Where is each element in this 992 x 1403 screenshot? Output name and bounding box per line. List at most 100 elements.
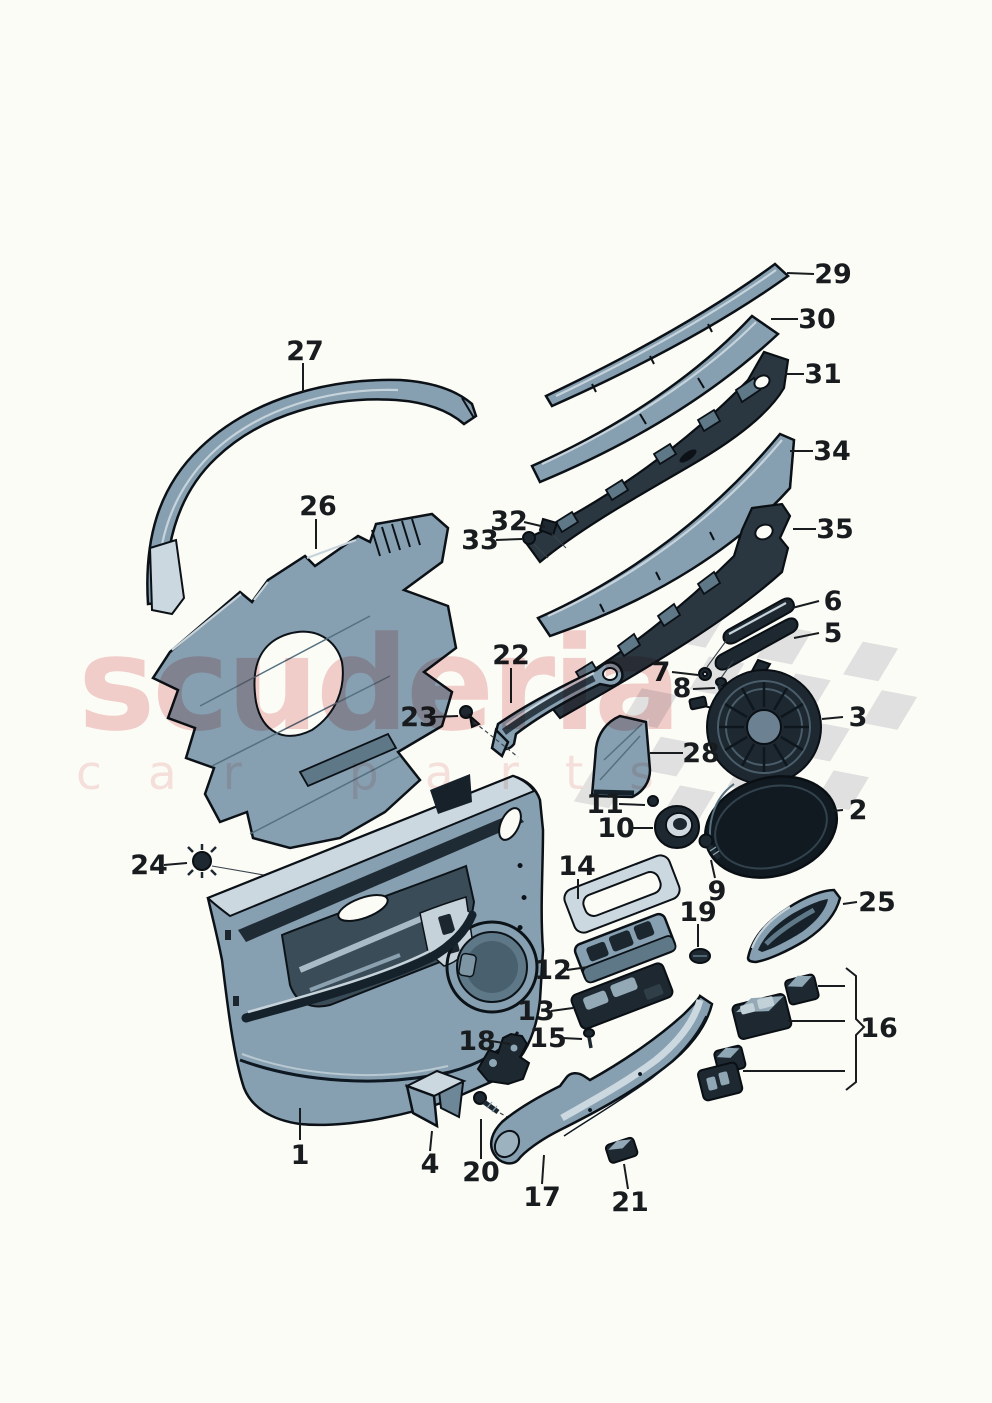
callout-4-label: 4	[421, 1149, 440, 1180]
callout-4: 4	[421, 1130, 440, 1180]
callout-11: 11	[586, 789, 646, 820]
part-33-fastener	[522, 531, 536, 545]
callout-11-label: 11	[586, 789, 624, 820]
callout-18-leader	[490, 1040, 511, 1045]
part-16-switch-c1-top	[716, 1047, 740, 1058]
part-13-rocker1	[583, 990, 609, 1010]
callout-10: 10	[597, 813, 653, 844]
callout-19-label: 19	[679, 897, 717, 928]
callout-17-leader	[541, 1154, 545, 1185]
part-2-rim	[714, 784, 828, 870]
part-22-grab-handle	[490, 661, 624, 759]
callout-20: 20	[462, 1119, 500, 1188]
callout-15: 15	[529, 1023, 583, 1054]
part-1-regulator-bar2	[309, 953, 401, 992]
callout-33-label: 33	[461, 525, 499, 556]
callout-1: 1	[291, 1108, 309, 1171]
callout-16-brace	[845, 967, 866, 1091]
flag-cell	[843, 641, 899, 682]
part-16-switch-c2-stripe2	[718, 1071, 730, 1086]
callout-32-label: 32	[490, 506, 528, 537]
callout-21-label: 21	[611, 1187, 649, 1218]
callout-20-label: 20	[462, 1157, 500, 1188]
part-7-hole	[702, 671, 708, 677]
part-1-regulator-bar1	[298, 912, 432, 973]
part-23-screw	[459, 705, 519, 758]
part-1-clip-mark2	[233, 996, 239, 1006]
callout-21: 21	[611, 1163, 649, 1218]
brand-watermark: scuderia car parts	[76, 608, 682, 801]
part-1-door-trim-panel	[206, 774, 545, 1127]
callout-34-label: 34	[813, 436, 851, 467]
callout-11-leader	[618, 803, 646, 806]
part-25-handle-bar	[764, 907, 816, 946]
part-17-armrest	[490, 994, 714, 1165]
part-16-switch-set	[697, 973, 820, 1102]
part-1-sill-band	[206, 774, 536, 918]
part-30-details	[639, 315, 779, 425]
part-1-switch-hole1	[438, 913, 456, 935]
part-12-switch-surround	[573, 912, 677, 984]
part-13-window-switch	[570, 962, 674, 1030]
part-1-pocket-highlight	[241, 1053, 449, 1077]
part-1-speaker-ring-outer	[445, 920, 539, 1014]
part-27-tip-line	[461, 397, 475, 419]
callout-7-label: 7	[652, 657, 671, 688]
callout-35-label: 35	[816, 514, 854, 545]
part-22-highlight	[505, 672, 595, 726]
callout-33: 33	[461, 525, 549, 559]
part-10-hole	[673, 818, 687, 830]
part-26-creases	[199, 615, 401, 835]
part-21-top	[608, 1139, 632, 1150]
part-4-front	[405, 1084, 439, 1129]
callouts: 27 26 29 30 31 34 35 32 33 6 5 7 8 3 2 2…	[130, 259, 898, 1218]
callout-9-leader	[710, 859, 716, 879]
callout-28: 28	[650, 738, 720, 769]
callout-24-label: 24	[130, 850, 168, 881]
callout-31-label: 31	[804, 359, 842, 390]
callout-15-label: 15	[529, 1023, 567, 1054]
callout-23: 23	[400, 702, 459, 733]
callout-12-leader	[566, 966, 589, 971]
part-23-guide-line	[473, 721, 519, 758]
part-5-teeth	[727, 627, 778, 655]
part-5-wires	[706, 640, 734, 679]
callout-19: 19	[679, 897, 717, 947]
callout-16-label: 16	[860, 1013, 898, 1044]
part-12-hole1	[586, 941, 609, 962]
callout-31: 31	[785, 359, 842, 390]
callout-5: 5	[793, 618, 842, 649]
part-24-body	[192, 851, 212, 871]
callout-33-leader	[495, 538, 523, 541]
callout-23-label: 23	[400, 702, 438, 733]
part-6-body	[722, 597, 795, 645]
part-29-inner-line	[555, 269, 777, 397]
callout-12: 12	[534, 955, 589, 986]
part-29-details	[591, 263, 789, 393]
part-29-trim-strip	[544, 262, 790, 408]
part-17-end-cap	[493, 1129, 521, 1159]
part-3-ring-outer	[717, 680, 811, 774]
part-16-switch-a	[784, 973, 820, 1006]
callout-22-label: 22	[492, 640, 530, 671]
part-35-hole	[754, 523, 774, 541]
part-26-slot	[298, 732, 398, 788]
part-22-hook-hole	[602, 667, 618, 681]
callout-35: 35	[793, 514, 854, 545]
part-28-creases	[599, 723, 643, 781]
part-9-shaft	[707, 844, 721, 860]
callout-7-leader	[671, 671, 699, 676]
callout-13-label: 13	[517, 996, 555, 1027]
part-3-connector	[688, 695, 708, 711]
part-26-comb-detail	[371, 518, 421, 557]
part-31-hole	[753, 374, 771, 390]
callout-3-leader	[821, 716, 844, 720]
part-34-details	[599, 439, 795, 613]
part-16-switch-b-rocker1	[740, 1003, 756, 1015]
part-21-switch-button	[604, 1136, 639, 1164]
flag-cell	[622, 688, 678, 728]
part-18-bracket	[476, 1032, 531, 1086]
part-34-inner-line	[547, 439, 783, 618]
